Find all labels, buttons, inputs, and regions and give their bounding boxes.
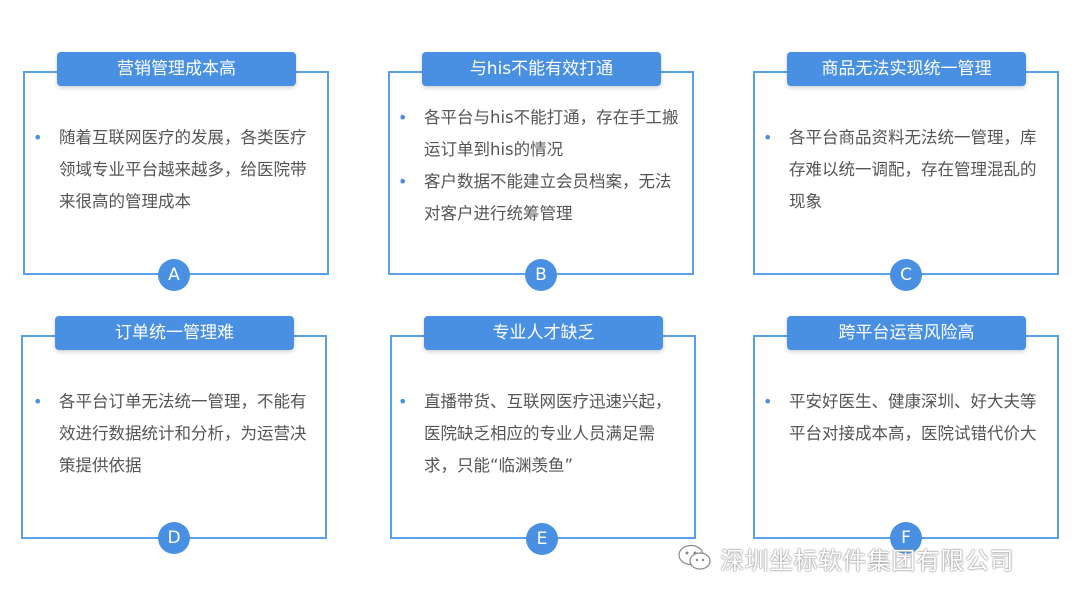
card-e-item-1: 直播带货、互联网医疗迅速兴起，医院缺乏相应的专业人员满足需求，只能“临渊羡鱼” <box>390 386 684 482</box>
card-d-title: 订单统一管理难 <box>55 316 294 350</box>
card-b-title: 与his不能有效打通 <box>422 52 661 86</box>
wechat-icon <box>678 544 711 570</box>
card-a-list: 随着互联网医疗的发展，各类医疗领域专业平台越来越多，给医院带来很高的管理成本 <box>25 122 315 218</box>
card-c-title: 商品无法实现统一管理 <box>787 52 1026 86</box>
card-a-badge: A <box>158 259 190 291</box>
card-d-item-1: 各平台订单无法统一管理，不能有效进行数据统计和分析，为运营决策提供依据 <box>25 386 317 482</box>
card-e-title: 专业人才缺乏 <box>424 316 663 350</box>
card-f-item-1: 平安好医生、健康深圳、好大夫等平台对接成本高，医院试错代价大 <box>755 386 1047 450</box>
watermark-text: 深圳坐标软件集团有限公司 <box>720 546 1014 575</box>
card-b-badge: B <box>525 259 557 291</box>
watermark: 深圳坐标软件集团有限公司 <box>676 540 1014 576</box>
card-f-title: 跨平台运营风险高 <box>787 316 1026 350</box>
card-d-list: 各平台订单无法统一管理，不能有效进行数据统计和分析，为运营决策提供依据 <box>25 386 317 482</box>
card-b-item-1: 各平台与his不能打通，存在手工搬运订单到his的情况 <box>390 102 682 166</box>
card-e-badge: E <box>526 523 558 555</box>
card-c-item-1: 各平台商品资料无法统一管理，库存难以统一调配，存在管理混乱的现象 <box>755 122 1047 218</box>
card-b-item-2: 客户数据不能建立会员档案，无法对客户进行统筹管理 <box>390 166 682 230</box>
card-c-list: 各平台商品资料无法统一管理，库存难以统一调配，存在管理混乱的现象 <box>755 122 1047 218</box>
card-b-list: 各平台与his不能打通，存在手工搬运订单到his的情况 客户数据不能建立会员档案… <box>390 102 682 230</box>
card-f-badge: F <box>890 522 922 554</box>
card-e-list: 直播带货、互联网医疗迅速兴起，医院缺乏相应的专业人员满足需求，只能“临渊羡鱼” <box>390 386 684 482</box>
card-d-badge: D <box>158 522 190 554</box>
card-f-list: 平安好医生、健康深圳、好大夫等平台对接成本高，医院试错代价大 <box>755 386 1047 450</box>
card-a-item-1: 随着互联网医疗的发展，各类医疗领域专业平台越来越多，给医院带来很高的管理成本 <box>25 122 315 218</box>
card-c-badge: C <box>890 259 922 291</box>
card-a-title: 营销管理成本高 <box>57 52 296 86</box>
